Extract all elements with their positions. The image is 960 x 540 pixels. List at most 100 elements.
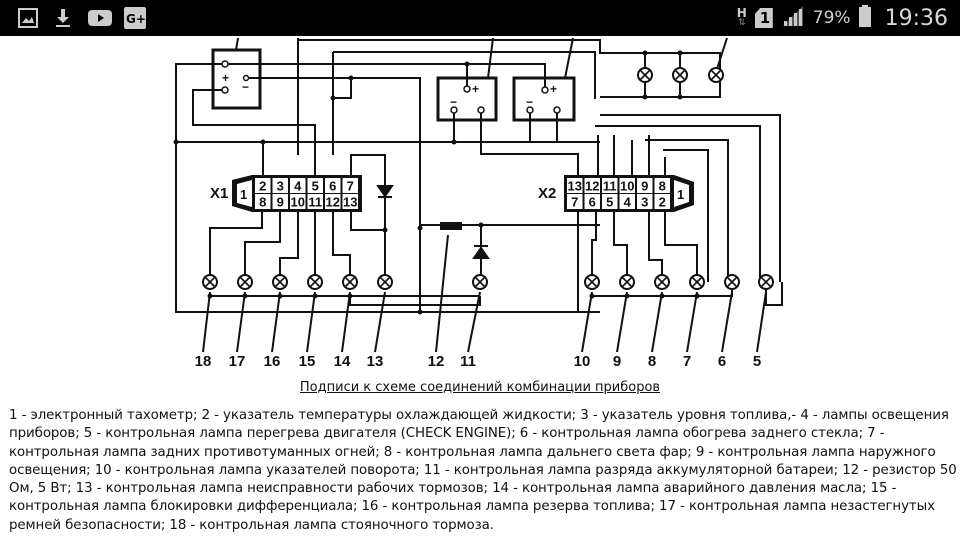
diagram-caption: Подписи к схеме соединений комбинации пр… — [0, 380, 960, 395]
x1-pins-bottom-8: 8 — [259, 195, 266, 210]
lamp-icon — [307, 274, 323, 290]
tach-plus-label: + — [222, 71, 229, 85]
x1-pins-top-7: 7 — [347, 179, 354, 194]
callout-6: 6 — [718, 353, 726, 370]
x1-pins-bottom-10-cell — [290, 194, 306, 209]
x2-pins-top-10-cell — [619, 178, 635, 193]
callout-13: 13 — [367, 353, 384, 370]
x2-pins-top-9-cell — [637, 178, 653, 193]
lamp-icon — [758, 274, 774, 290]
x2-pins-bottom-2-cell — [654, 194, 670, 209]
lamp-icon — [689, 274, 705, 290]
lamp-icon — [724, 274, 740, 290]
x2-pins-top-13: 13 — [568, 179, 582, 194]
x2-pins-top-9: 9 — [641, 179, 648, 194]
x2-pins-top-12-cell — [584, 178, 600, 193]
x1-pins-top-2: 2 — [259, 179, 266, 194]
callout-9: 9 — [613, 353, 621, 370]
lamp-icon — [654, 274, 670, 290]
x1-pin-key: 1 — [240, 187, 247, 202]
x2-pins-bottom-4-cell — [619, 194, 635, 209]
diode-x1-icon — [376, 185, 394, 198]
lamp-icon — [377, 274, 393, 290]
x2-pins-bottom-3: 3 — [641, 195, 648, 210]
x2-pins-bottom-3-cell — [637, 194, 653, 209]
lamp-icon — [202, 274, 218, 290]
diode-center-icon — [472, 246, 490, 259]
x2-pins-top-13-cell — [567, 178, 583, 193]
lamp-icon — [637, 67, 653, 83]
svg-text:G+: G+ — [126, 12, 146, 26]
network-type-label: H — [736, 6, 747, 20]
callout-12: 12 — [428, 353, 445, 370]
x1-pins-top-5: 5 — [312, 179, 319, 194]
temp-gauge-minus-label: − — [450, 95, 457, 109]
callout-16: 16 — [264, 353, 281, 370]
x1-pins-top-5-cell — [307, 178, 323, 193]
callout-7: 7 — [683, 353, 691, 370]
x1-pins-bottom-10: 10 — [291, 195, 305, 210]
gauge-terminals: + − + − + − — [221, 60, 561, 114]
signal-strength-icon — [781, 6, 805, 30]
x1-pins-bottom-12-cell — [325, 194, 341, 209]
resistor-icon — [440, 222, 462, 230]
x1-pins-bottom-13: 13 — [343, 195, 357, 210]
tach-minus-label: − — [242, 80, 249, 94]
connector-x2-label: X2 — [538, 185, 556, 202]
x2-pins-bottom-2: 2 — [659, 195, 666, 210]
callout-17: 17 — [229, 353, 246, 370]
x2-pins-top-8: 8 — [659, 179, 666, 194]
fuel-gauge-minus-label: − — [526, 95, 533, 109]
lamp-icon — [272, 274, 288, 290]
indicator-lamps — [202, 67, 774, 290]
x2-pins-top-11-cell — [602, 178, 618, 193]
x1-pins-top-7-cell — [342, 178, 358, 193]
x2-pins-top-11: 11 — [603, 179, 617, 194]
network-type-icon: H ⇅ — [736, 6, 747, 28]
x1-pins-bottom-9-cell — [272, 194, 288, 209]
x1-pins-top-6-cell — [325, 178, 341, 193]
x1-pins-bottom-9: 9 — [277, 195, 284, 210]
x1-pins-bottom-8-cell — [255, 194, 271, 209]
callout-11: 11 — [460, 353, 476, 370]
lamp-icon — [237, 274, 253, 290]
x2-pins-bottom-4: 4 — [624, 195, 632, 210]
callout-15: 15 — [299, 353, 316, 370]
gallery-icon[interactable] — [17, 7, 39, 29]
x2-pins-bottom-7-cell — [567, 194, 583, 209]
lamp-icon — [619, 274, 635, 290]
x1-pins-bottom-11: 11 — [308, 195, 322, 210]
x2-pin-key: 1 — [677, 187, 684, 202]
status-bar: G+ H ⇅ 1 79% 19:36 — [0, 0, 960, 36]
x2-pins-bottom-7: 7 — [571, 195, 578, 210]
callout-8: 8 — [648, 353, 656, 370]
caption-text[interactable]: Подписи к схеме соединений комбинации пр… — [299, 380, 661, 395]
x2-pins-top-10: 10 — [620, 179, 634, 194]
google-plus-icon[interactable]: G+ — [124, 7, 146, 29]
download-icon[interactable] — [53, 7, 73, 29]
battery-icon — [858, 5, 871, 31]
junction-dots — [173, 50, 700, 315]
lamp-icon — [584, 274, 600, 290]
x1-pins-bottom-11-cell — [307, 194, 323, 209]
youtube-icon[interactable] — [87, 7, 113, 29]
sim-slot-number: 1 — [759, 9, 771, 27]
clock-time: 19:36 — [884, 5, 948, 31]
x1-pins-top-2-cell — [255, 178, 271, 193]
callout-10: 10 — [574, 353, 591, 370]
x2-pins-bottom-5-cell — [602, 194, 618, 209]
lamp-icon — [342, 274, 358, 290]
x1-pins-bottom-12: 12 — [326, 195, 340, 210]
x2-pins-bottom-6: 6 — [589, 195, 596, 210]
callout-5: 5 — [753, 353, 761, 370]
data-arrows-icon: ⇅ — [738, 18, 746, 28]
lamp-icon — [672, 67, 688, 83]
x1-pins-top-4-cell — [290, 178, 306, 193]
x2-pins-top-12: 12 — [585, 179, 599, 194]
temp-gauge-plus-label: + — [472, 82, 479, 96]
